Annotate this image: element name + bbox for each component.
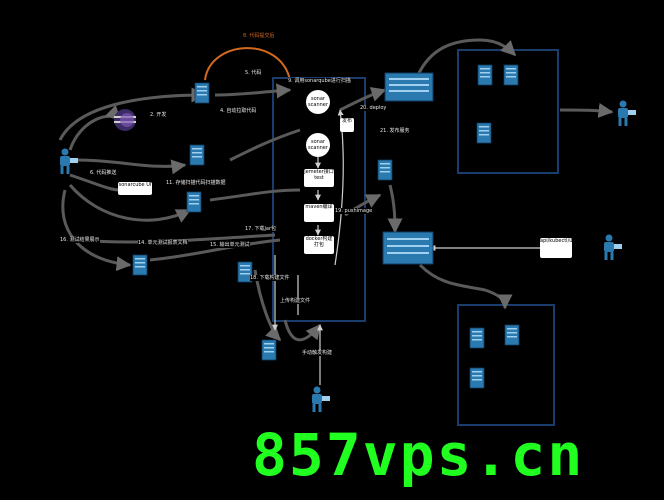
step-14-label: 14. 单元测试报表文档 — [138, 240, 188, 246]
step-15-label: 15. 输出单元测试 — [210, 242, 250, 248]
site-watermark: 857vps.cn — [252, 421, 585, 489]
step-pull-code-label: 4. 自动拉取代码 — [220, 108, 257, 114]
end-user-person-icon — [618, 100, 636, 126]
registry-server — [377, 159, 393, 181]
publish-box: 发布 — [340, 118, 354, 132]
test-report-server — [132, 254, 148, 276]
manual-trigger-label: 手动触发构建 — [302, 350, 333, 356]
docker-build-box: docker构建打包 — [304, 236, 334, 254]
code-commit-arc — [204, 47, 291, 81]
step-21-label: 21. 发布服务 — [380, 128, 410, 134]
step-sonar-request-label: 9. 调用sonarqube进行扫描 — [288, 78, 351, 84]
developer-person-icon — [60, 148, 78, 174]
cluster-top-node-2 — [503, 64, 519, 86]
code-commit-label: 8. 代码提交后 — [243, 33, 275, 39]
artifact-server — [261, 339, 277, 361]
connector-lines — [58, 38, 614, 342]
step-6-label: 6. 代码推送 — [90, 170, 117, 176]
cluster-bottom-node-2 — [504, 324, 520, 346]
deploy-server-group-bottom — [382, 231, 434, 265]
sonar-scanner-circle-1 — [306, 90, 330, 114]
database-server — [186, 191, 202, 213]
eclipse-ide-icon — [114, 109, 136, 131]
jmeter-test-box: jemeter接口test — [304, 169, 334, 187]
step-16-label: 16. 测试结果展示 — [60, 237, 100, 243]
step-2-label: 2. 开发 — [150, 112, 167, 118]
pipeline-frame — [272, 77, 366, 322]
operator-person-icon — [312, 386, 330, 412]
git-server — [194, 82, 210, 104]
admin-person-icon — [604, 234, 622, 260]
step-17-label: 17. 下载jar包 — [245, 226, 277, 232]
kubectl-api-box[interactable]: api/kubectl/ui — [540, 238, 574, 258]
pushimage-step-label: 19. pushimage — [335, 208, 373, 214]
sonarqube-server — [189, 144, 205, 166]
deploy-step-label: 20. deploy — [360, 105, 387, 111]
deploy-server-group-top — [384, 72, 434, 102]
maven-build-box: maven编译 — [304, 204, 334, 222]
step-5-label: 5. 代码 — [245, 70, 262, 76]
sonar-scanner-1-text: sonar scanner — [308, 96, 328, 108]
sonar-scanner-circle-2 — [306, 133, 330, 157]
cluster-frame-bottom — [457, 304, 555, 426]
cluster-bottom-node-3 — [469, 367, 485, 389]
cluster-bottom-node-1 — [469, 327, 485, 349]
cluster-top-node-1 — [477, 64, 493, 86]
step-store-label: 11. 存储扫描代码扫描数据 — [166, 180, 226, 186]
cluster-top-node-3 — [476, 122, 492, 144]
sonarqube-ui-box[interactable]: sonarcube UI — [118, 182, 152, 195]
upload-build-label: 上传构建文件 — [280, 298, 311, 304]
sonar-scanner-2-text: sonar scanner — [308, 139, 328, 151]
step-18-label: 18. 下载构建文件 — [250, 275, 290, 281]
